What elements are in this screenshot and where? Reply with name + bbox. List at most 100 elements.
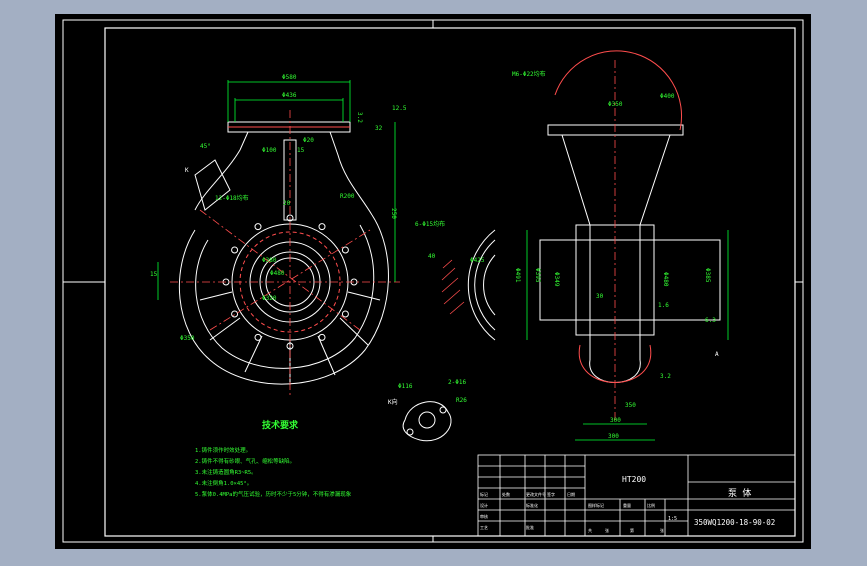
k-dim-text: Φ116 2-Φ16 R26 K向 bbox=[388, 379, 467, 406]
tech-item-1: 1.铸件须作时效处理。 bbox=[195, 446, 251, 454]
tech-item-4: 4.未注倒角1.0×45°。 bbox=[195, 479, 252, 487]
dim-side-7: Φ385 bbox=[704, 268, 711, 283]
bolt-hole bbox=[341, 246, 349, 254]
tb-label-12: 比例 bbox=[647, 502, 655, 508]
dim-front-1: Φ436 bbox=[282, 92, 297, 99]
pipe-stub bbox=[283, 139, 297, 221]
dim-front-14: 32 bbox=[375, 125, 383, 132]
volute-outer-right bbox=[329, 131, 373, 216]
view-label-k-dir: K向 bbox=[388, 398, 398, 406]
dim-front-15: Φ350 bbox=[180, 335, 195, 342]
tech-item-5: 5.泵体0.4MPa的气压试验，历时不少于5分钟，不得有渗漏现象 bbox=[195, 490, 352, 498]
dim-side-14: 1.6 bbox=[658, 302, 669, 309]
dim-section-0: 6-Φ15均布 bbox=[415, 220, 445, 228]
dim-side-6: Φ480 bbox=[662, 272, 669, 287]
dim-front-4: 15 bbox=[297, 147, 305, 154]
volute-spiral bbox=[178, 214, 389, 385]
dim-front-10: 12-Φ18均布 bbox=[215, 194, 249, 202]
bolt-hole bbox=[231, 246, 239, 254]
dim-side-10: 300 bbox=[610, 417, 621, 424]
tb-label-6: 审核 bbox=[480, 513, 488, 519]
dim-section-1: Φ425 bbox=[470, 257, 485, 264]
tb-label-10: 图样标记 bbox=[588, 502, 604, 508]
material: HT200 bbox=[622, 475, 646, 484]
tb-label-5: 设计 bbox=[480, 502, 488, 508]
dim-side-12: 6.3 bbox=[705, 317, 716, 324]
side-housing bbox=[539, 239, 721, 321]
volute-outer-left bbox=[194, 131, 249, 211]
dim-section-2: 40 bbox=[428, 253, 436, 260]
tb-label-7: 工艺 bbox=[480, 525, 488, 530]
tb-label-8: 标准化 bbox=[526, 502, 538, 508]
dim-side-0: M6-Φ22均布 bbox=[512, 70, 546, 78]
dim-side-2: Φ400 bbox=[660, 93, 675, 100]
canvas-background bbox=[55, 14, 811, 549]
tb-label-16: 张 bbox=[660, 527, 664, 533]
side-dimensions bbox=[526, 230, 729, 441]
dim-k-2: R26 bbox=[456, 397, 467, 404]
k-flange bbox=[402, 401, 452, 442]
side-flange bbox=[547, 124, 684, 136]
bolt-hole bbox=[231, 310, 239, 318]
view-label-k: K bbox=[185, 167, 189, 174]
dim-side-4: Φ395 bbox=[534, 268, 541, 283]
dim-side-9: 350 bbox=[625, 402, 636, 409]
tech-title: 技术要求 bbox=[262, 419, 299, 431]
side-arc bbox=[554, 50, 683, 131]
side-view bbox=[539, 50, 721, 420]
section-arc-outer bbox=[467, 229, 496, 341]
tb-label-1: 处数 bbox=[502, 491, 510, 497]
dim-side-13: A bbox=[715, 351, 719, 358]
section-hatch bbox=[441, 259, 465, 315]
section-arc-mid bbox=[474, 239, 496, 331]
dim-front-11: 20 bbox=[283, 200, 291, 207]
tb-label-2: 更改文件号 bbox=[526, 491, 546, 497]
section-view bbox=[441, 229, 496, 341]
dim-front-17: 12.5 bbox=[392, 105, 407, 112]
tech-item-3: 3.未注铸造圆角R3~R5。 bbox=[195, 468, 257, 476]
tb-label-9: 批准 bbox=[526, 524, 534, 530]
dim-front-7: 250 bbox=[390, 208, 397, 219]
dim-front-16: 3.2 bbox=[356, 112, 363, 123]
dim-k-1: 2-Φ16 bbox=[448, 379, 466, 386]
section-dim-text: 6-Φ15均布 Φ425 40 bbox=[415, 220, 485, 264]
bolt-hole bbox=[341, 310, 349, 318]
front-dim-text: Φ580 Φ436 Φ100 Φ20 15 45° R200 250 Φ380 … bbox=[150, 74, 407, 342]
side-dim-text: M6-Φ22均布 Φ350 Φ400 Φ491 Φ395 Φ349 Φ480 Φ… bbox=[512, 70, 719, 440]
tb-label-11: 重量 bbox=[623, 502, 631, 508]
part-name: 泵 体 bbox=[728, 487, 751, 499]
title-block-frame bbox=[477, 454, 796, 537]
front-dimensions bbox=[157, 80, 396, 300]
side-boss bbox=[194, 159, 231, 211]
k-view bbox=[402, 401, 452, 442]
dim-side-3: Φ491 bbox=[514, 268, 521, 283]
dim-side-15: 3.2 bbox=[660, 373, 671, 380]
tech-item-2: 2.铸件不得有砂眼、气孔、缩松等缺陷。 bbox=[195, 457, 295, 465]
dim-front-0: Φ580 bbox=[282, 74, 297, 81]
tb-label-14: 张 bbox=[605, 527, 609, 533]
bolt-hole bbox=[318, 223, 326, 231]
dim-front-9: Φ320 bbox=[262, 295, 277, 302]
dim-front-3: Φ20 bbox=[303, 137, 314, 144]
title-block bbox=[477, 454, 796, 537]
dim-front-2: Φ100 bbox=[262, 147, 277, 154]
bolt-hole bbox=[286, 214, 294, 222]
dim-front-8: Φ380 bbox=[262, 257, 277, 264]
scale: 1:5 bbox=[668, 516, 677, 522]
k-hole-1 bbox=[406, 428, 414, 436]
tech-requirements: 技术要求 1.铸件须作时效处理。 2.铸件不得有砂眼、气孔、缩松等缺陷。 3.未… bbox=[195, 419, 352, 498]
k-hole-2 bbox=[439, 406, 447, 414]
tb-label-3: 签字 bbox=[547, 491, 555, 497]
dim-side-5: Φ349 bbox=[553, 272, 560, 287]
dim-side-8: 30 bbox=[596, 293, 604, 300]
tb-label-15: 第 bbox=[630, 527, 634, 533]
dim-front-13: Φ480 bbox=[270, 270, 285, 277]
dim-front-12: 15 bbox=[150, 271, 158, 278]
section-arc-inner bbox=[483, 254, 496, 316]
drawing-number: 350WQ1200-18-90-02 bbox=[694, 518, 775, 527]
dim-front-5: 45° bbox=[200, 143, 211, 150]
tb-label-0: 标记 bbox=[480, 491, 488, 497]
front-centerlines bbox=[170, 110, 400, 395]
